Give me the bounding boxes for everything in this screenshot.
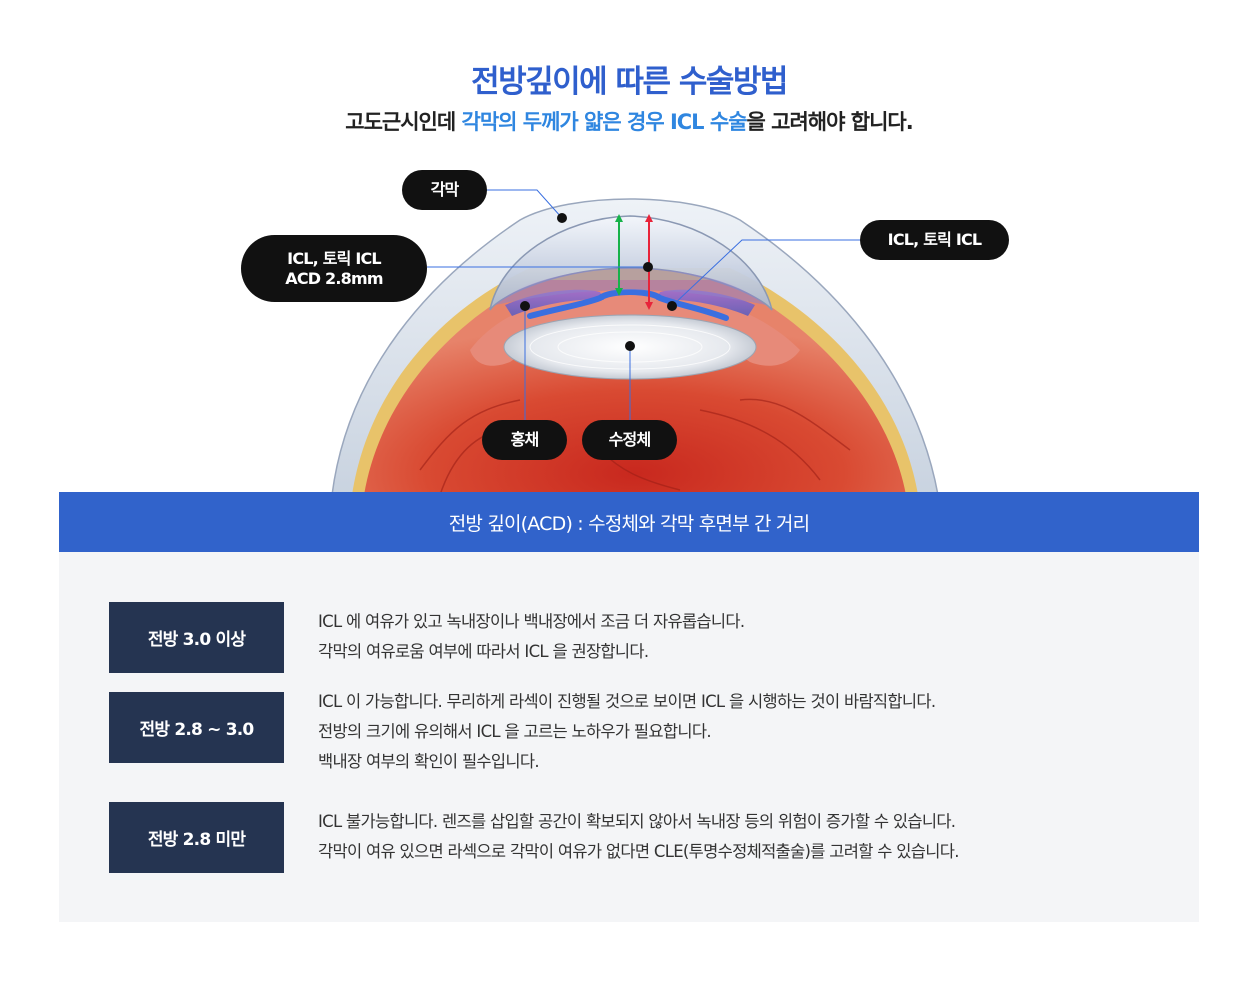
- row-label-under-2-8: 전방 2.8 미만: [109, 802, 284, 873]
- label-icl-right-text: ICL, 토릭 ICL: [887, 230, 982, 249]
- row-label-2-8-to-3-0: 전방 2.8 ~ 3.0: [109, 692, 284, 763]
- row-line: 백내장 여부의 확인이 필수입니다.: [318, 752, 540, 771]
- icl-left-dot: [643, 262, 653, 272]
- row-line: ICL 불가능합니다. 렌즈를 삽입할 공간이 확보되지 않아서 녹내장 등의 …: [318, 812, 956, 831]
- subtitle-highlight: 각막의 두께가 얇은 경우 ICL 수술: [461, 110, 748, 134]
- label-cornea: 각막: [402, 170, 487, 210]
- lens-dot: [625, 341, 635, 351]
- label-iris: 홍채: [482, 420, 567, 460]
- row-label-3-0-plus: 전방 3.0 이상: [109, 602, 284, 673]
- label-icl-left-line1: ICL, 토릭 ICL: [287, 248, 381, 268]
- row-line: 각막의 여유로움 여부에 따라서 ICL 을 권장합니다.: [318, 642, 649, 661]
- row-line: 각막이 여유 있으면 라섹으로 각막이 여유가 없다면 CLE(투명수정체적출술…: [318, 842, 959, 861]
- row-line: 전방의 크기에 유의해서 ICL 을 고르는 노하우가 필요합니다.: [318, 722, 712, 741]
- acd-definition-band: 전방 깊이(ACD) : 수정체와 각막 후면부 간 거리: [59, 492, 1199, 552]
- subtitle-pre: 고도근시인데: [345, 110, 462, 134]
- iris-dot: [520, 301, 530, 311]
- icl-right-dot: [667, 301, 677, 311]
- label-icl-right: ICL, 토릭 ICL: [860, 220, 1009, 260]
- subtitle-post: 을 고려해야 합니다.: [746, 110, 914, 134]
- row-line: ICL 에 여유가 있고 녹내장이나 백내장에서 조금 더 자유롭습니다.: [318, 612, 745, 631]
- cornea-dot: [557, 213, 567, 223]
- label-cornea-text: 각막: [430, 180, 460, 199]
- leader-lines: [427, 189, 862, 425]
- label-icl-left: ICL, 토릭 ICL ACD 2.8mm: [241, 235, 427, 302]
- label-lens-text: 수정체: [608, 430, 652, 449]
- eye-anatomy-diagram: 각막 ICL, 토릭 ICL ACD 2.8mm ICL, 토릭 ICL 홍채 …: [0, 150, 1258, 495]
- label-lens: 수정체: [582, 420, 677, 460]
- row-text-under-2-8: ICL 불가능합니다. 렌즈를 삽입할 공간이 확보되지 않아서 녹내장 등의 …: [318, 807, 1158, 867]
- label-icl-left-line2: ACD 2.8mm: [285, 268, 383, 288]
- row-line: ICL 이 가능합니다. 무리하게 라섹이 진행될 것으로 보이면 ICL 을 …: [318, 692, 936, 711]
- row-text-2-8-to-3-0: ICL 이 가능합니다. 무리하게 라섹이 진행될 것으로 보이면 ICL 을 …: [318, 687, 1158, 777]
- page-subtitle: 고도근시인데 각막의 두께가 얇은 경우 ICL 수술을 고려해야 합니다.: [0, 106, 1258, 136]
- page-title: 전방깊이에 따른 수술방법: [471, 64, 788, 100]
- row-text-3-0-plus: ICL 에 여유가 있고 녹내장이나 백내장에서 조금 더 자유롭습니다. 각막…: [318, 607, 1158, 667]
- label-iris-text: 홍채: [510, 430, 540, 449]
